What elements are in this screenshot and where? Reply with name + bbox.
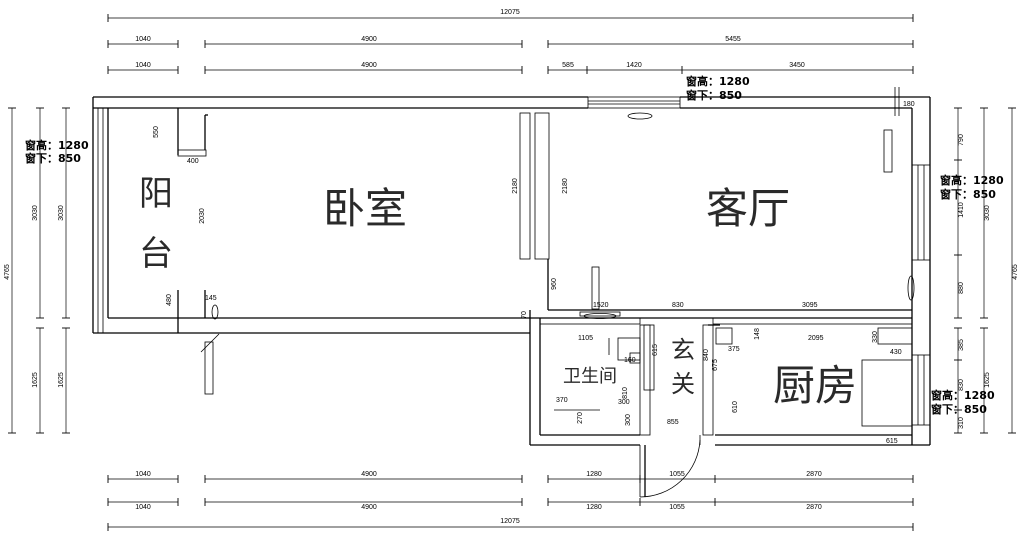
dim-top-r2-3: 1420 [626,62,642,69]
internal-dimensions: 550 400 2030 480 145 2180 2180 960 1520 … [153,101,915,445]
dim-top-r1-2: 5455 [725,36,741,43]
dim-top-r2-4: 3450 [789,62,805,69]
dim-bath-300b: 300 [625,414,632,426]
dim-bath-675: 675 [712,359,719,371]
dim-top-180: 180 [903,101,915,108]
dim-bath-615: 615 [652,344,659,356]
dim-right-lo-1: 385 [958,339,965,351]
dim-top-r2-2: 585 [562,62,574,69]
dim-living-960: 960 [551,278,558,290]
window-top-sill: 窗下：850 [686,88,742,102]
dim-bot-r2-3: 1055 [669,504,685,511]
dim-bath-270: 270 [577,412,584,424]
dim-bath-1105: 1105 [578,335,593,342]
window-right-lower-height: 窗高：1280 [931,388,995,402]
dim-bot-r1-2: 1280 [586,471,602,478]
dim-bath-160: 160 [624,357,636,364]
dim-left-lo-0: 1625 [32,372,39,388]
dim-bedroom-2180: 2180 [512,178,519,194]
dim-bath-300a: 300 [618,399,630,406]
right-dimensions: 790 1410 880 385 830 310 3030 1625 4765 [954,107,1019,434]
room-label-entry-2: 关 [671,370,695,398]
dim-kit-615: 615 [886,438,898,445]
dim-left-up-0: 3030 [32,205,39,221]
window-right-upper-sill: 窗下：850 [940,187,996,201]
room-label-living: 客厅 [706,184,790,233]
dim-kit-330: 330 [872,331,879,343]
dim-right-lo-3: 310 [958,417,965,429]
dim-balcony-2030: 2030 [199,208,206,224]
dim-kit-148: 148 [754,328,761,340]
dim-left-total: 4765 [4,264,11,280]
dim-right-total: 4765 [1012,264,1019,280]
dim-bot-r2-4: 2870 [806,504,822,511]
dim-bot-r2-0: 1040 [135,504,151,511]
dim-bath-370: 370 [556,397,568,404]
dim-top-r2-1: 4900 [361,62,377,69]
dim-top-r2-0: 1040 [135,62,151,69]
dim-bot-r1-1: 4900 [361,471,377,478]
dim-bot-r1-0: 1040 [135,471,151,478]
dim-bot-r2-1: 4900 [361,504,377,511]
dim-balcony-550: 550 [153,126,160,138]
top-dimensions: 12075 1040 4900 5455 1040 4900 585 1420 … [107,9,914,74]
dim-corr-830: 830 [672,302,684,309]
dim-left-up-1: 3030 [58,205,65,221]
dim-corr-1520: 1520 [593,302,609,309]
window-right-upper-height: 窗高：1280 [940,173,1004,187]
dim-entry-610: 610 [732,401,739,413]
dim-corr-3095: 3095 [802,302,818,309]
dim-top-r1-0: 1040 [135,36,151,43]
window-left-height: 窗高：1280 [25,138,89,152]
dim-top-r1-1: 4900 [361,36,377,43]
dim-right-up-2: 790 [958,134,965,146]
window-left-sill: 窗下：850 [25,151,81,165]
room-label-bathroom: 卫生间 [563,366,617,387]
dim-balcony-145: 145 [205,295,217,302]
room-label-entry-1: 玄 [671,336,695,364]
dim-right-lo-2: 830 [958,379,965,391]
room-label-kitchen: 厨房 [773,361,857,410]
dim-top-total: 12075 [500,9,520,16]
dim-bath-840: 840 [703,349,710,361]
dim-bot-r2-2: 1280 [586,504,602,511]
dim-right-up-0: 3030 [984,205,991,221]
dim-entry-855: 855 [667,419,679,426]
dim-right-up-3: 880 [958,282,965,294]
dim-left-lo-1: 1625 [58,372,65,388]
window-top-height: 窗高：1280 [686,74,750,88]
window-right-lower-sill: 窗下：850 [931,402,987,416]
left-dimensions: 4765 3030 1625 3030 1625 [4,107,70,434]
dim-kit-2095: 2095 [808,335,824,342]
room-label-balcony-1: 阳 [139,174,173,214]
dim-right-up-1: 1410 [958,202,965,218]
dim-bot-r1-3: 1055 [669,471,685,478]
dim-bot-r1-4: 2870 [806,471,822,478]
bottom-dimensions: 1040 4900 1280 1055 2870 1040 4900 1280 … [107,471,914,531]
walls [92,87,931,498]
dim-living-2180: 2180 [562,178,569,194]
room-label-balcony-2: 台 [139,234,173,274]
dim-balcony-400: 400 [187,158,199,165]
dim-bot-total: 12075 [500,518,520,525]
dim-right-lo-0: 1625 [984,372,991,388]
dim-balcony-480: 480 [166,294,173,306]
dim-corr-70: 70 [521,311,528,319]
dim-bath-375: 375 [728,346,740,353]
dim-bath-810: 810 [622,387,629,399]
dim-kit-430: 430 [890,349,902,356]
room-label-bedroom: 卧室 [323,184,407,233]
